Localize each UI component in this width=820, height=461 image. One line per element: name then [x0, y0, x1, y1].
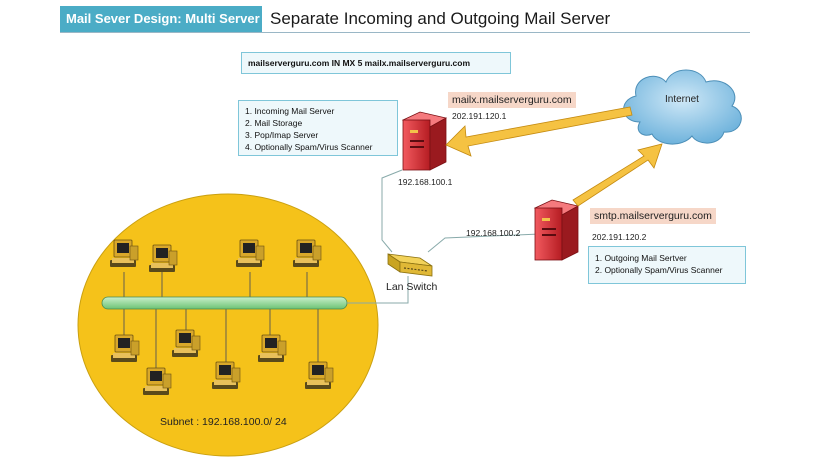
cable-switch-outgoing: [427, 233, 541, 253]
pc-links: [123, 272, 319, 370]
lan-switch-label: Lan Switch: [386, 281, 438, 293]
outgoing-roles-box: 1. Outgoing Mail Sertver 2. Optionally S…: [588, 246, 746, 284]
incoming-hostname: mailx.mailserverguru.com: [448, 92, 576, 108]
cable-bus-switch: [347, 276, 409, 304]
outgoing-public-ip: 202.191.120.2: [592, 232, 647, 242]
inbound-mail-arrow: [445, 106, 633, 157]
outgoing-role: 1. Outgoing Mail Sertver: [595, 253, 687, 263]
internet-cloud-icon: [623, 69, 742, 145]
outgoing-server-icon: [533, 199, 580, 261]
outgoing-hostname: smtp.mailserverguru.com: [590, 208, 716, 224]
header-tab: Mail Sever Design: Multi Server: [60, 6, 262, 32]
lan-switch-icon: [387, 253, 433, 277]
incoming-lan-ip: 192.168.100.1: [398, 177, 453, 187]
incoming-server-icon: [401, 111, 448, 171]
subnet-label: Subnet : 192.168.100.0/ 24: [160, 416, 287, 428]
incoming-role: 1. Incoming Mail Server: [245, 106, 335, 116]
internet-label: Internet: [665, 94, 699, 105]
lan-bus: [101, 296, 348, 310]
incoming-role: 3. Pop/Imap Server: [245, 130, 319, 140]
outgoing-role: 2. Optionally Spam/Virus Scanner: [595, 265, 723, 275]
outbound-mail-arrow: [572, 143, 663, 207]
incoming-role: 2. Mail Storage: [245, 118, 303, 128]
mx-record-box: mailserverguru.com IN MX 5 mailx.mailser…: [241, 52, 511, 74]
incoming-role: 4. Optionally Spam/Virus Scanner: [245, 142, 373, 152]
header-divider: [60, 32, 750, 33]
incoming-roles-box: 1. Incoming Mail Server 2. Mail Storage …: [238, 100, 398, 156]
cable-switch-incoming: [381, 169, 403, 253]
incoming-public-ip: 202.191.120.1: [452, 111, 507, 121]
page-title: Separate Incoming and Outgoing Mail Serv…: [270, 9, 611, 28]
outgoing-lan-ip: 192.168.100.2: [466, 228, 521, 238]
